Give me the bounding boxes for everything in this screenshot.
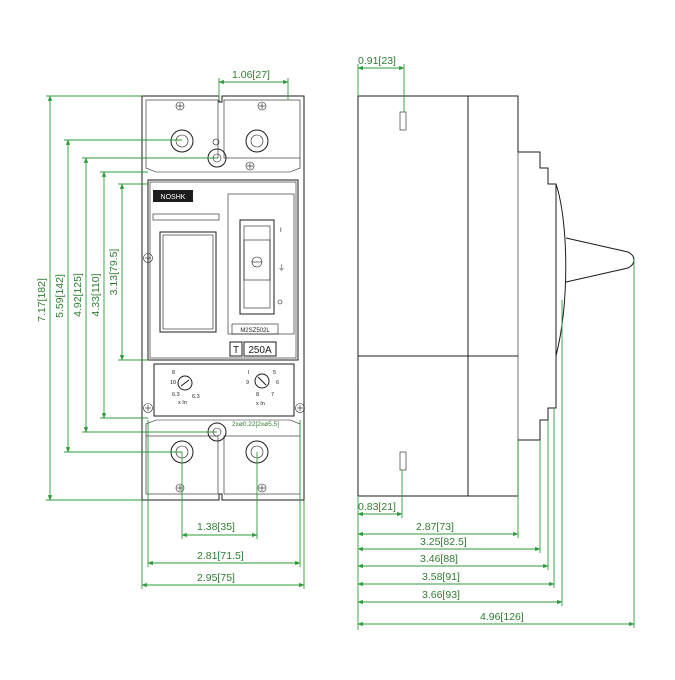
brand-plate	[153, 190, 193, 202]
model-plate	[231, 323, 279, 335]
right-dial-label-7: 7	[271, 392, 274, 398]
right-dial-icon	[254, 373, 270, 389]
test-button-icon	[277, 299, 283, 305]
dim-label-325: 3.25[82.5]	[420, 536, 467, 548]
left-dial-label-63a: 6.3	[172, 392, 180, 398]
dim-label-295: 2.95[75]	[197, 572, 235, 584]
side-bottom-slot	[399, 451, 407, 471]
upper-right-terminal-housing	[223, 99, 301, 159]
right-dial-unit: x In	[256, 401, 265, 407]
side-view	[357, 95, 635, 497]
right-dial-label-6: 6	[276, 380, 279, 386]
dim-label-496: 4.96[126]	[480, 611, 524, 623]
front-view: NOSHK I ⏚ M2SZ502L T 250A 8 10 6.3 6.3 x…	[141, 95, 305, 501]
front-window	[159, 231, 217, 333]
dim-label-083: 0.83[21]	[358, 501, 396, 513]
dim-label-492: 4.92[125]	[72, 273, 84, 317]
on-symbol: I	[280, 228, 282, 234]
side-handle-lever	[565, 237, 635, 283]
front-center-panel	[147, 179, 299, 361]
left-dial-icon	[177, 375, 193, 391]
mounting-hole-note: 2xø0.22[2xø5.5]	[232, 421, 279, 428]
toggle-handle	[243, 239, 271, 281]
dim-label-717: 7.17[182]	[36, 278, 48, 322]
dim-label-313: 3.13[79.5]	[108, 249, 120, 296]
left-dial-label-63b: 6.3	[192, 394, 200, 400]
dim-label-138: 1.38[35]	[197, 521, 235, 533]
dim-label-281: 2.81[71.5]	[197, 550, 244, 562]
rating-box	[243, 341, 277, 357]
label-strip	[152, 213, 220, 221]
upper-shoulder	[145, 158, 301, 173]
side-dimensions: 0.91[23] 0.83[21] 2.87[73] 3.25[82.5] 3.…	[357, 55, 635, 630]
left-dial-unit: x In	[178, 400, 187, 406]
dim-label-091: 0.91[23]	[358, 55, 396, 67]
rating-label: 250A	[248, 345, 272, 356]
dim-label-433: 4.33[110]	[90, 273, 102, 316]
dim-label-346: 3.46[88]	[420, 553, 458, 565]
front-center-inner	[149, 181, 297, 359]
left-dial-label-8: 8	[172, 370, 175, 376]
model-label: M2SZ502L	[240, 328, 270, 334]
front-dimensions: 1.06[27] 7.17[182] 5.59[142] 4.92[125] 4…	[36, 69, 305, 589]
left-dial-label-10: 10	[170, 380, 176, 386]
right-dial-label-i: I	[248, 370, 250, 376]
ground-symbol-icon: ⏚	[278, 264, 285, 272]
terminal-mark: T	[233, 345, 239, 356]
right-dial-pointer	[257, 376, 267, 386]
front-body-outline	[141, 95, 305, 501]
upper-left-terminal-housing	[145, 99, 219, 159]
dim-label-287: 2.87[73]	[416, 521, 454, 533]
dim-label-366: 3.66[93]	[422, 589, 460, 601]
dim-label-559: 5.59[142]	[54, 274, 66, 318]
right-dial-label-9: 9	[246, 380, 249, 386]
trip-unit-panel	[153, 363, 295, 417]
side-top-slot	[399, 111, 407, 131]
handle-slot	[239, 219, 275, 315]
dim-label-top-width: 1.06[27]	[232, 69, 270, 81]
dim-label-358: 3.58[91]	[422, 571, 460, 583]
brand-label: NOSHK	[161, 194, 186, 201]
side-handle-curve	[555, 183, 567, 357]
right-dial-label-8: 8	[256, 392, 259, 398]
side-body-outline	[357, 95, 557, 497]
right-dial-label-5: 5	[273, 370, 276, 376]
left-dial-pointer	[180, 379, 190, 387]
handle-recess	[227, 193, 295, 335]
front-window-inner	[162, 234, 214, 330]
terminal-mark-box	[229, 341, 243, 357]
side-screw-icons	[143, 253, 305, 413]
